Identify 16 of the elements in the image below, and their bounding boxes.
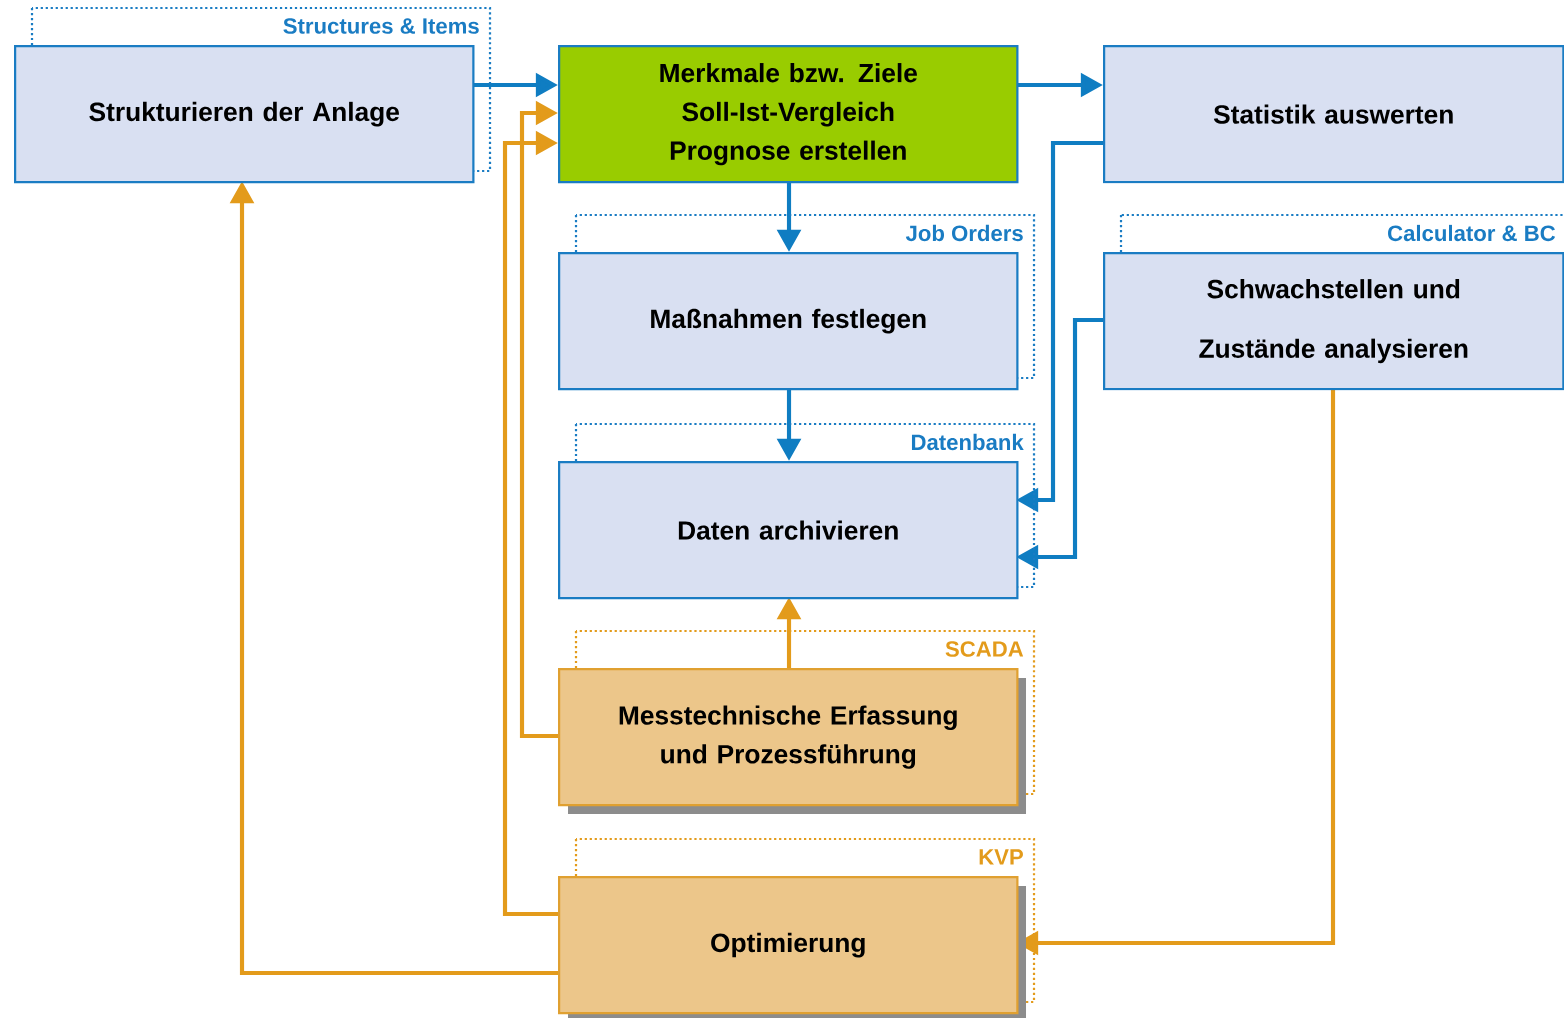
process-box: Statistik auswerten	[1103, 45, 1564, 184]
tab-label: KVP	[979, 849, 1023, 865]
tab-label: Datenbank	[911, 433, 1024, 451]
process-box: Messtechnische Erfassung und Prozessführung	[558, 668, 1026, 814]
arrow	[519, 100, 558, 739]
process-box: Daten archivieren	[558, 461, 1019, 600]
tab-label: Job Orders	[905, 224, 1023, 242]
arrow	[502, 130, 558, 917]
tab-label: Structures & Items	[283, 18, 479, 34]
tab-label: SCADA	[945, 641, 1024, 657]
tab-label: Calculator & BC	[1388, 224, 1556, 242]
process-box: Optimierung	[558, 876, 1026, 1018]
process-box: Merkmale bzw. Ziele Soll-Ist-Vergleich Prognose erstellen	[558, 45, 1019, 184]
process-box: Schwachstellen und Zustände analysieren	[1103, 252, 1564, 391]
process-box: Maßnahmen festlegen	[558, 252, 1019, 391]
process-box: Strukturieren der Anlage	[14, 45, 475, 184]
